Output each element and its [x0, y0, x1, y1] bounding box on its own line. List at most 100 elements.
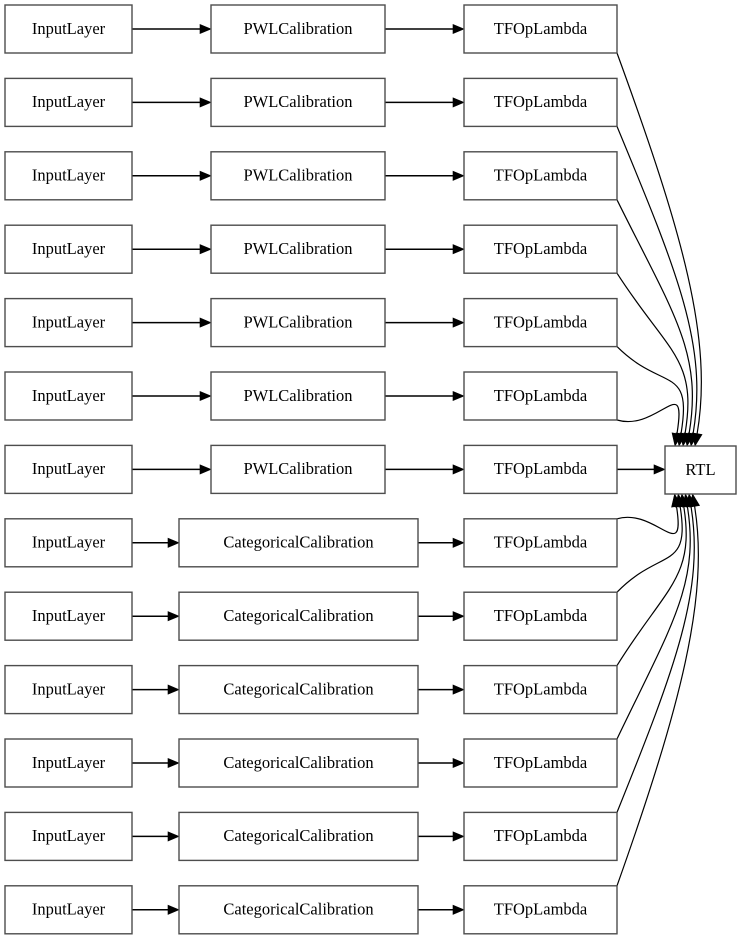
node-tfoplambda-7-box: [463, 518, 618, 568]
node-calibration-11-box: [178, 811, 419, 862]
edge-calibration-to-lambda-7-arrowhead: [452, 537, 465, 548]
edge-input-to-calibration-12: [132, 904, 180, 915]
edge-lambda-to-rtl-8: [616, 493, 686, 593]
edge-input-to-calibration-11-arrowhead: [167, 831, 180, 842]
edge-input-to-calibration-5: [132, 390, 212, 402]
node-input-layer-1-box: [4, 77, 133, 128]
node-input-layer-12: InputLayer: [4, 885, 133, 935]
node-tfoplambda-11-label: TFOpLambda: [494, 826, 588, 845]
node-input-layer-12-box: [4, 885, 133, 935]
node-tfoplambda-12-box: [463, 885, 618, 935]
node-input-layer-3-label: InputLayer: [32, 239, 106, 258]
edge-lambda-to-rtl-10: [616, 493, 693, 740]
node-calibration-2-label: PWLCalibration: [243, 166, 352, 185]
node-tfoplambda-9-box: [463, 664, 618, 715]
edge-calibration-to-lambda-5-arrowhead: [452, 390, 465, 402]
node-calibration-3: PWLCalibration: [210, 224, 386, 274]
node-tfoplambda-3: TFOpLambda: [463, 224, 618, 274]
edge-calibration-to-lambda-2: [385, 170, 465, 181]
edge-input-to-calibration-12-arrowhead: [167, 904, 180, 915]
node-input-layer-4-box: [4, 297, 133, 348]
node-calibration-3-box: [210, 224, 386, 274]
edge-calibration-to-lambda-9: [418, 684, 465, 695]
node-input-layer-4: InputLayer: [4, 297, 133, 348]
node-input-layer-8-label: InputLayer: [32, 606, 106, 625]
node-input-layer-2-label: InputLayer: [32, 166, 106, 185]
node-calibration-5-box: [210, 371, 386, 421]
edge-input-to-calibration-3-arrowhead: [199, 244, 212, 255]
node-calibration-5: PWLCalibration: [210, 371, 386, 421]
edge-lambda-to-rtl-10-curve: [616, 506, 691, 740]
node-calibration-5-label: PWLCalibration: [243, 386, 352, 405]
node-tfoplambda-5-label: TFOpLambda: [494, 386, 588, 405]
edge-input-to-calibration-10: [132, 757, 180, 769]
node-input-layer-3-box: [4, 224, 133, 274]
node-input-layer-8-box: [4, 591, 133, 641]
node-input-layer-0-box: [4, 4, 133, 54]
edge-lambda-to-rtl-11: [616, 493, 697, 813]
node-tfoplambda-2-box: [463, 151, 618, 201]
edge-calibration-to-lambda-6: [385, 464, 465, 475]
node-tfoplambda-6: TFOpLambda: [463, 444, 618, 495]
edge-lambda-to-rtl-12: [616, 493, 701, 887]
node-tfoplambda-12: TFOpLambda: [463, 885, 618, 935]
edge-lambda-to-rtl-3-curve: [616, 272, 689, 434]
edge-lambda-to-rtl-12-curve: [616, 506, 699, 887]
node-input-layer-9-box: [4, 664, 133, 715]
edge-lambda-to-rtl-5-arrowhead: [671, 432, 683, 447]
node-input-layer-0-label: InputLayer: [32, 19, 106, 38]
node-calibration-11: CategoricalCalibration: [178, 811, 419, 862]
node-tfoplambda-1: TFOpLambda: [463, 77, 618, 128]
node-tfoplambda-9-label: TFOpLambda: [494, 679, 588, 698]
node-tfoplambda-4: TFOpLambda: [463, 297, 618, 348]
edge-lambda-to-rtl-0: [616, 52, 703, 447]
node-calibration-12: CategoricalCalibration: [178, 885, 419, 935]
edge-lambda-to-rtl-1-curve: [616, 126, 698, 434]
edge-calibration-to-lambda-3-arrowhead: [452, 244, 465, 255]
edge-input-to-calibration-7-arrowhead: [167, 537, 180, 548]
node-input-layer-1-label: InputLayer: [32, 92, 106, 111]
node-input-layer-9: InputLayer: [4, 664, 133, 715]
node-tfoplambda-9: TFOpLambda: [463, 664, 618, 715]
edge-calibration-to-lambda-1-arrowhead: [452, 97, 465, 108]
node-calibration-3-label: PWLCalibration: [243, 239, 352, 258]
node-tfoplambda-10-label: TFOpLambda: [494, 753, 588, 772]
node-calibration-0-label: PWLCalibration: [243, 19, 352, 38]
node-input-layer-10-box: [4, 738, 133, 788]
edge-lambda-to-rtl-7: [616, 493, 682, 535]
edge-lambda-to-rtl-6-arrowhead: [653, 464, 666, 475]
node-input-layer-5-box: [4, 371, 133, 421]
node-calibration-10-box: [178, 738, 419, 788]
node-tfoplambda-6-label: TFOpLambda: [494, 459, 588, 478]
edge-lambda-to-rtl-9-curve: [616, 506, 687, 666]
node-calibration-7-label: CategoricalCalibration: [223, 533, 373, 552]
edge-lambda-to-rtl-5-curve: [616, 403, 680, 434]
edge-input-to-calibration-6-arrowhead: [199, 464, 212, 475]
node-rtl-output-label: RTL: [685, 460, 715, 479]
edge-lambda-to-rtl-6: [617, 464, 666, 475]
edge-input-to-calibration-11: [132, 831, 180, 842]
node-calibration-8-box: [178, 591, 419, 641]
node-tfoplambda-10: TFOpLambda: [463, 738, 618, 788]
node-input-layer-7-box: [4, 518, 133, 568]
edge-input-to-calibration-7: [132, 537, 180, 548]
node-tfoplambda-6-box: [463, 444, 618, 495]
edge-input-to-calibration-1-arrowhead: [199, 97, 212, 108]
node-calibration-11-label: CategoricalCalibration: [223, 826, 373, 845]
node-calibration-9-box: [178, 664, 419, 715]
node-rtl-output: RTL: [664, 445, 737, 495]
node-calibration-7-box: [178, 518, 419, 568]
node-input-layer-0: InputLayer: [4, 4, 133, 54]
node-tfoplambda-7: TFOpLambda: [463, 518, 618, 568]
edge-lambda-to-rtl-4: [616, 346, 687, 447]
node-tfoplambda-3-box: [463, 224, 618, 274]
node-tfoplambda-1-label: TFOpLambda: [494, 92, 588, 111]
node-input-layer-1: InputLayer: [4, 77, 133, 128]
edge-calibration-to-lambda-10-arrowhead: [452, 757, 465, 769]
edge-input-to-calibration-4: [132, 317, 212, 328]
node-input-layer-7-label: InputLayer: [32, 533, 106, 552]
node-calibration-12-box: [178, 885, 419, 935]
node-calibration-8-label: CategoricalCalibration: [223, 606, 373, 625]
